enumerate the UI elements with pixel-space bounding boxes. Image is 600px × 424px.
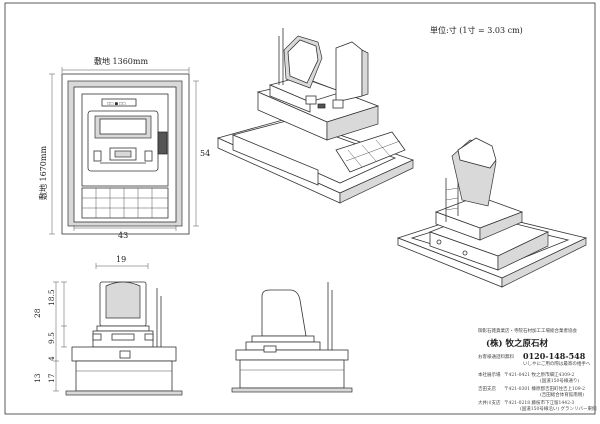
branch-note-2: (国道150号線沿い) グランリバー東側 [520, 405, 597, 412]
side-elevation [231, 282, 353, 393]
front-dim-4: 4 [47, 356, 56, 361]
title-block: 御影石雑貨業店・寺院石材加工工場総合業者協会 (株) 牧之原石材 お客様通話料無… [478, 327, 597, 412]
front-dim-13: 13 [33, 373, 42, 383]
title-heading: 御影石雑貨業店・寺院石材加工工場総合業者協会 [478, 327, 577, 334]
front-foundation [75, 360, 173, 392]
company-name: (株) 牧之原石材 [486, 338, 549, 349]
plan-width-label: 敷地 1360mm [94, 56, 148, 66]
branch-name-0: 本社展示場 [478, 371, 501, 378]
branch-name-1: 吉田支店 [478, 385, 496, 392]
svg-text:□□ ■ □□: □□ ■ □□ [107, 102, 126, 106]
phone-note: いしやにご用の際は最寄の相手へ [523, 360, 591, 367]
branch-note-0: (国道150号線通り) [540, 377, 579, 384]
isometric-view-front [216, 28, 415, 204]
plan-view: 敷地 1360mm 敷地 1670mm □□ ■ □□ [38, 56, 210, 240]
sheet-border [4, 2, 596, 415]
side-foundation [239, 359, 345, 389]
branch-name-2: 大井川支店 [478, 399, 501, 406]
plan-dim-right: 54 [200, 149, 210, 158]
isometric-view-back [396, 137, 588, 288]
unit-note: 単位:寸 (1寸 = 3.03 cm) [430, 25, 523, 35]
front-dim-28: 28 [33, 308, 42, 318]
branch-detail-0: 〒421-0421 牧之原市細江4309-2 [504, 371, 574, 378]
iso-paving [335, 131, 406, 173]
branch-detail-1: 〒421-0301 榛原郡吉田町住吉上109-2 [504, 385, 585, 392]
front-dim-18-5: 18.5 [47, 289, 56, 306]
front-dim-top: 19 [116, 255, 126, 264]
front-dim-17: 17 [47, 373, 56, 383]
phone-number: 0120-148-548 [523, 351, 586, 361]
front-elevation: 19 28 18.5 9.5 4 13 17 [33, 255, 183, 396]
plan-depth-label: 敷地 1670mm [38, 146, 48, 200]
plan-paving-grid [81, 187, 169, 219]
side-main-stone [261, 289, 307, 337]
plan-shihi-stone [157, 131, 168, 155]
toll-free-label: お客様通話料無料 [478, 353, 514, 360]
front-dim-9-5: 9.5 [47, 332, 56, 344]
plan-dim-bottom: 43 [118, 231, 128, 240]
iso-shihi-stone [335, 41, 363, 103]
branch-detail-2: 〒421-0218 藤枝市下江留1442-3 [504, 399, 574, 406]
branch-note-1: (吉田総合体育館南側) [540, 391, 584, 398]
